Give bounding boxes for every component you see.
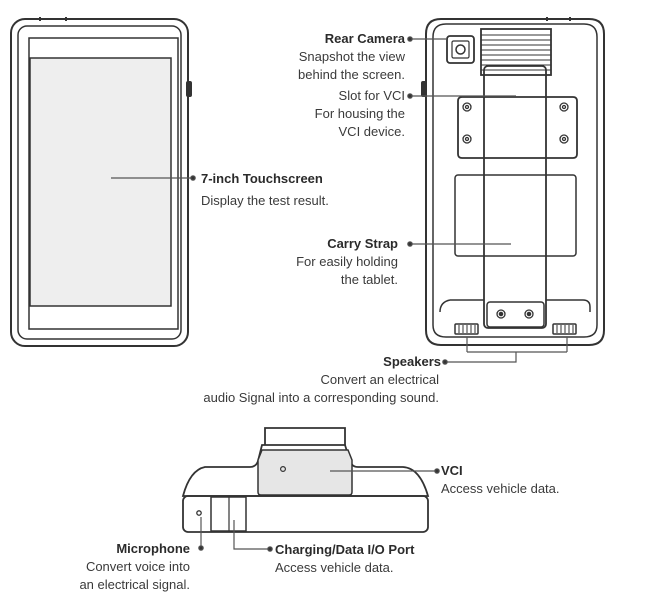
microphone-desc-2: an electrical signal. xyxy=(79,577,190,592)
touchscreen-title: 7-inch Touchscreen xyxy=(201,171,323,186)
rear-camera-lens-frame xyxy=(451,40,470,59)
microphone-desc-1: Convert voice into xyxy=(85,559,190,574)
rear-camera-desc-2: behind the screen. xyxy=(298,67,405,82)
strap-pad xyxy=(454,174,577,257)
speakers-title: Speakers xyxy=(383,354,441,369)
strap-buckle xyxy=(486,301,545,328)
tablet-back-view xyxy=(421,17,605,346)
vci-slot xyxy=(480,28,552,76)
vci-module xyxy=(257,449,353,496)
tablet-back-inner-frame xyxy=(432,23,598,338)
charging-port-title: Charging/Data I/O Port xyxy=(275,542,415,557)
edge-body-base xyxy=(182,495,429,533)
vci-desc: Access vehicle data. xyxy=(441,481,560,496)
charging-port-callout: Charging/Data I/O Port Access vehicle da… xyxy=(275,541,414,577)
vci-slot-title: Slot for VCI xyxy=(338,88,405,103)
tablet-front-body xyxy=(10,18,189,347)
microphone-callout: Microphone Convert voice into an electri… xyxy=(79,540,190,594)
carry-strap-callout: Carry Strap For easily holding the table… xyxy=(296,235,398,289)
charging-port-desc: Access vehicle data. xyxy=(275,560,394,575)
side-button xyxy=(186,81,192,97)
touchscreen-callout: 7-inch Touchscreen Display the test resu… xyxy=(201,170,329,210)
carry-strap-title: Carry Strap xyxy=(327,236,398,251)
speakers-desc-1: Convert an electrical xyxy=(320,372,440,387)
strap-mount-plate xyxy=(457,96,578,159)
speakers-desc-2: audio Signal into a corresponding sound. xyxy=(203,390,439,405)
leader-lines xyxy=(111,36,568,552)
rear-camera-callout: Rear Camera Snapshot the view behind the… xyxy=(298,30,405,84)
rear-camera-lens xyxy=(455,44,466,55)
tablet-front-bezel xyxy=(17,25,182,340)
tablet-front-view xyxy=(10,17,192,347)
touchscreen-desc: Display the test result. xyxy=(201,193,329,208)
microphone-title: Microphone xyxy=(116,541,190,556)
touchscreen xyxy=(29,57,172,307)
back-side-button xyxy=(421,81,427,97)
tablet-back-body xyxy=(425,18,605,346)
vci-slot-desc-1: For housing the xyxy=(314,106,405,121)
carry-strap-desc-2: the tablet. xyxy=(340,272,398,287)
speaker-right xyxy=(552,323,577,335)
leader-charging-port xyxy=(233,520,270,550)
edge-body-top xyxy=(181,444,430,497)
rear-camera-desc-1: Snapshot the view xyxy=(298,49,405,64)
vci-slot-callout: Slot for VCI For housing the VCI device. xyxy=(315,87,405,141)
vci-slot-desc-2: VCI device. xyxy=(338,124,405,139)
speakers-callout: Speakers Convert an electrical audio Sig… xyxy=(203,353,441,407)
tablet-edge-view xyxy=(181,427,430,533)
carry-strap-desc-1: For easily holding xyxy=(296,254,398,269)
carry-strap xyxy=(483,65,547,329)
rear-camera xyxy=(446,35,475,64)
vci-dock xyxy=(264,427,346,445)
tablet-front-display-frame xyxy=(28,37,179,330)
microphone-hole xyxy=(196,510,202,516)
speaker-left xyxy=(454,323,479,335)
leader-speakers xyxy=(445,352,517,363)
back-bottom-panel xyxy=(439,299,591,313)
rear-camera-title: Rear Camera xyxy=(324,31,405,46)
vci-callout: VCI Access vehicle data. xyxy=(441,462,560,498)
vci-title: VCI xyxy=(441,463,463,478)
